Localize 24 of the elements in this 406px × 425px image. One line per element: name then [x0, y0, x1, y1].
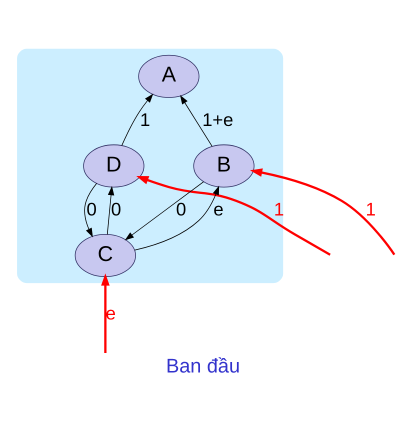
edge-label: e — [213, 198, 224, 220]
arrow — [134, 186, 220, 251]
arrow — [124, 181, 204, 240]
node-ellipse: D — [83, 144, 144, 188]
arrow — [136, 176, 331, 256]
arrow — [84, 182, 98, 238]
arrow — [121, 94, 154, 146]
edge-label: 0 — [86, 198, 97, 220]
edge-label: 1 — [140, 108, 150, 130]
node-ellipse: C — [74, 234, 136, 278]
edge-label: 0 — [176, 198, 186, 220]
node-ellipse: A — [138, 54, 200, 98]
arrow — [250, 168, 396, 256]
node-ellipse: B — [193, 144, 254, 188]
edge-label: 1 — [366, 198, 376, 220]
arrow — [101, 273, 110, 354]
edge-label: 1+e — [202, 108, 234, 130]
edge-label: 0 — [110, 198, 122, 220]
edge-label: 1 — [274, 198, 284, 220]
arrow — [180, 95, 212, 147]
arrow — [106, 186, 114, 235]
cluster — [17, 48, 284, 284]
edge-label: e — [106, 302, 116, 324]
caption: Ban đầu — [166, 356, 240, 378]
